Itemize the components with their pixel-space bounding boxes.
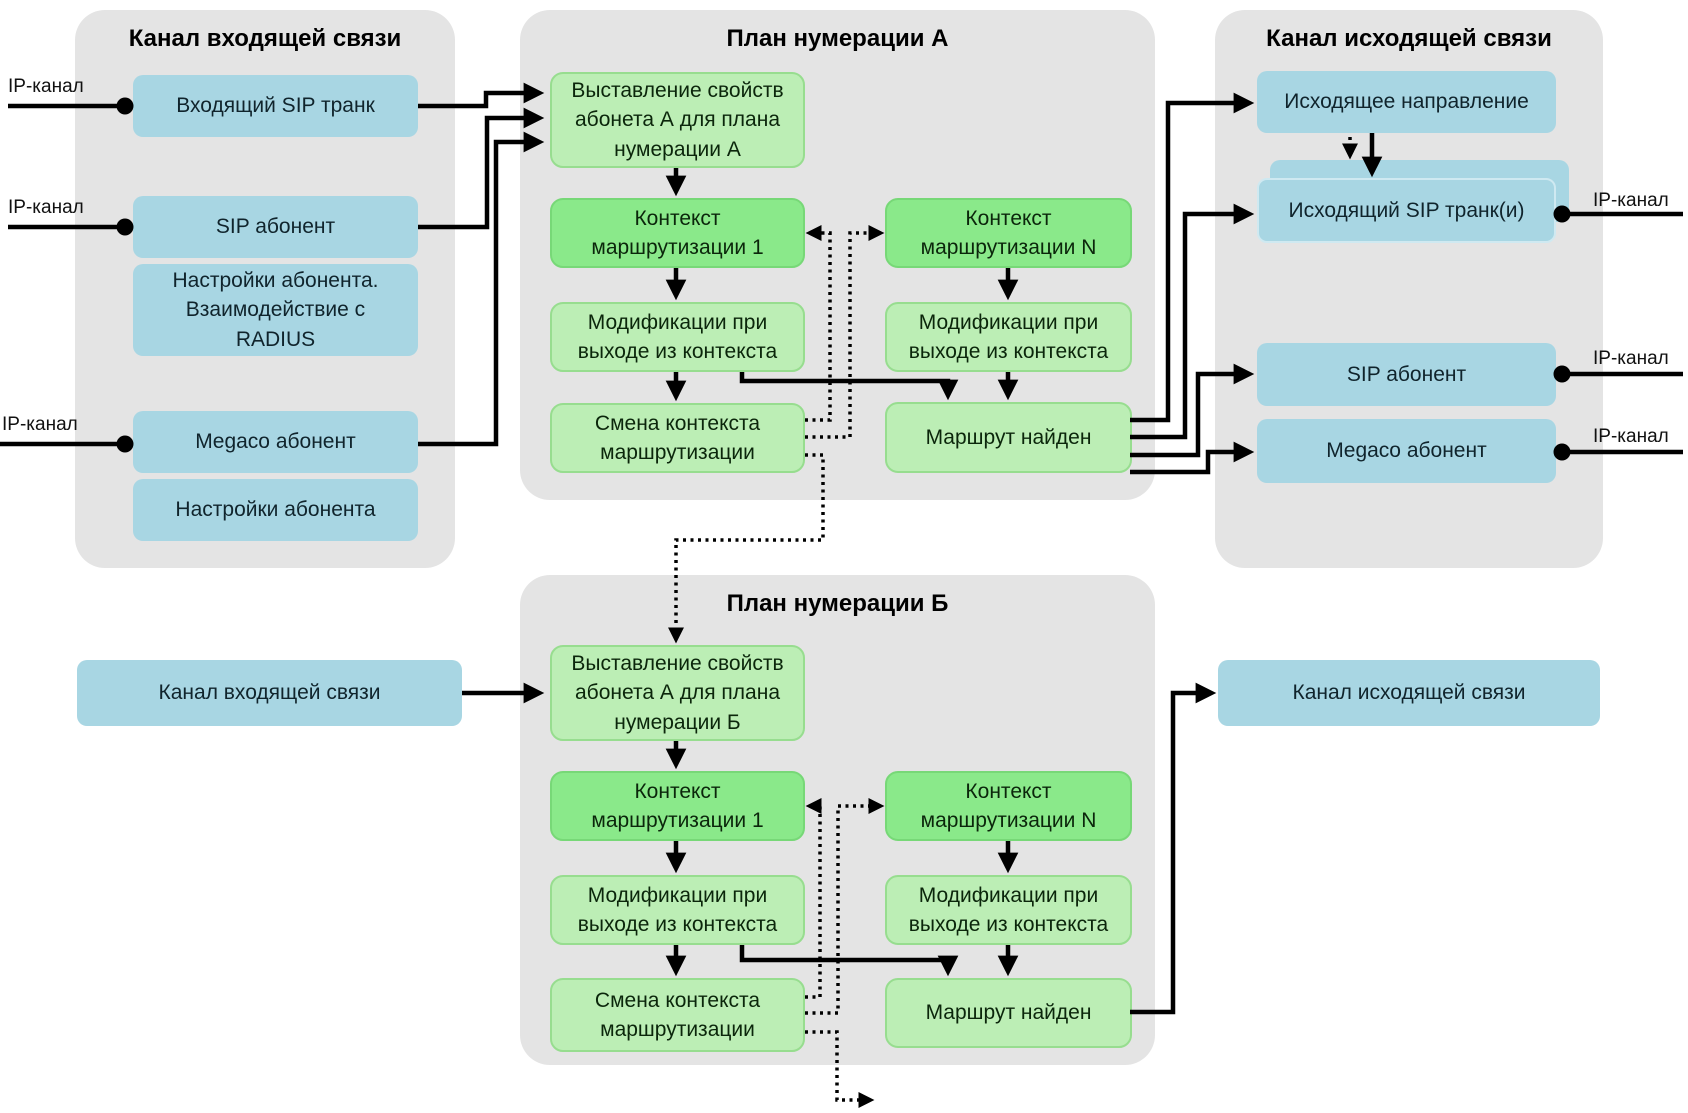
box-bottom-outgoing-channel: Канал исходящей связи xyxy=(1218,660,1600,726)
box-subscriber-settings-radius: Настройки абонента. Взаимодействие с RAD… xyxy=(133,264,418,356)
box-outgoing-direction: Исходящее направление xyxy=(1257,71,1556,133)
box-subscriber-settings: Настройки абонента xyxy=(133,479,418,541)
box-bottom-incoming-channel: Канал входящей связи xyxy=(77,660,462,726)
box-plan-b-context-change: Смена контекста маршрутизации xyxy=(550,978,805,1052)
box-plan-a-set-properties: Выставление свойств абонета А для плана … xyxy=(550,72,805,168)
box-plan-a-modifications-n: Модификации при выходе из контекста xyxy=(885,302,1132,372)
box-incoming-sip-trunk: Входящий SIP транк xyxy=(133,75,418,137)
panel-title-outgoing: Канал исходящей связи xyxy=(1266,25,1552,52)
panel-title-plan-b: План нумерации Б xyxy=(726,590,949,617)
ip-channel-label-in-trunk: IP-канал xyxy=(8,76,84,97)
box-plan-b-modifications-1: Модификации при выходе из контекста xyxy=(550,875,805,945)
box-plan-b-route-found: Маршрут найден xyxy=(885,978,1132,1048)
ip-channel-label-in-sip: IP-канал xyxy=(8,197,84,218)
box-outgoing-sip-trunks: Исходящий SIP транк(и) xyxy=(1257,178,1556,243)
ip-channel-label-out-megaco: IP-канал xyxy=(1593,426,1669,447)
panel-title-plan-a: План нумерации А xyxy=(726,25,949,52)
box-plan-a-routing-context-1: Контекст маршрутизации 1 xyxy=(550,198,805,268)
box-plan-b-modifications-n: Модификации при выходе из контекста xyxy=(885,875,1132,945)
ip-channel-label-out-sip: IP-канал xyxy=(1593,348,1669,369)
box-plan-a-routing-context-n: Контекст маршрутизации N xyxy=(885,198,1132,268)
box-plan-a-route-found: Маршрут найден xyxy=(885,402,1132,473)
box-plan-b-routing-context-n: Контекст маршрутизации N xyxy=(885,771,1132,841)
panel-title-incoming: Канал входящей связи xyxy=(128,25,402,52)
ip-channel-label-in-megaco: IP-канал xyxy=(2,414,78,435)
box-plan-b-routing-context-1: Контекст маршрутизации 1 xyxy=(550,771,805,841)
box-incoming-sip-subscriber: SIP абонент xyxy=(133,196,418,258)
box-incoming-megaco-subscriber: Megaco абонент xyxy=(133,411,418,473)
box-plan-b-set-properties: Выставление свойств абонета А для плана … xyxy=(550,645,805,741)
box-outgoing-sip-subscriber: SIP абонент xyxy=(1257,343,1556,406)
box-outgoing-megaco-subscriber: Megaco абонент xyxy=(1257,419,1556,483)
ip-channel-label-out-trunk: IP-канал xyxy=(1593,190,1669,211)
box-plan-a-context-change: Смена контекста маршрутизации xyxy=(550,403,805,473)
box-plan-a-modifications-1: Модификации при выходе из контекста xyxy=(550,302,805,372)
